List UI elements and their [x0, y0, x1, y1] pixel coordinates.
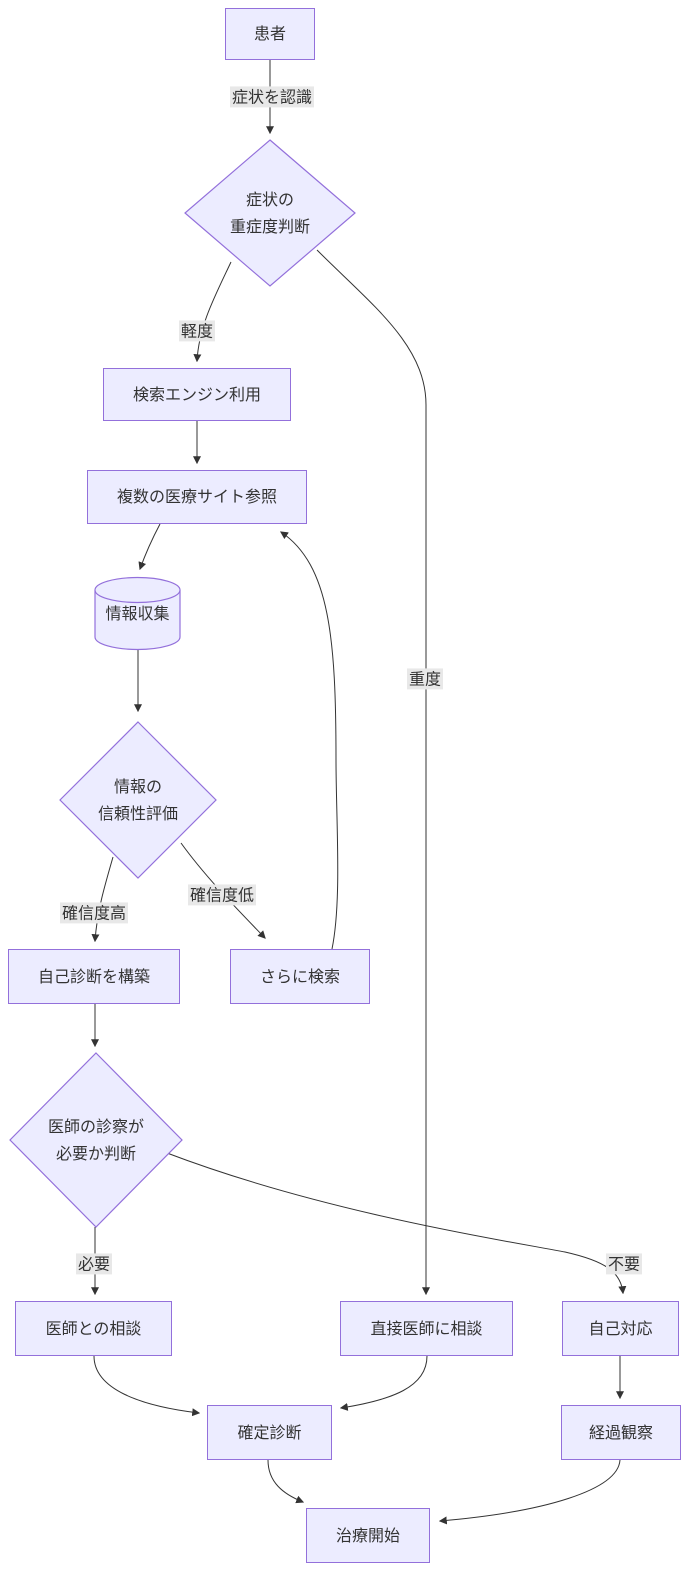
node-self-diagnosis: 自己診断を構築 [8, 949, 180, 1004]
node-direct-doctor-consult: 直接医師に相談 [340, 1301, 513, 1356]
node-info-collection-cylinder-body [94, 590, 181, 651]
edge-direct-doctor-to-confirmed [339, 1355, 428, 1411]
edge-label-needed: 必要 [75, 1253, 113, 1275]
node-search-more: さらに検索 [230, 949, 370, 1004]
edge-label-not-needed: 不要 [605, 1253, 643, 1275]
node-severity-decision-diamond [184, 139, 356, 287]
node-self-care: 自己対応 [562, 1301, 679, 1356]
edge-doctor-consult-to-confirmed [93, 1355, 201, 1417]
node-reliability-eval-label: 情報の 信頼性評価 [97, 776, 178, 823]
node-patient: 患者 [225, 8, 315, 60]
node-search-engine: 検索エンジン利用 [103, 368, 291, 421]
edge-label-recognize-symptoms: 症状を認識 [229, 86, 315, 108]
edge-medical-sites-to-info-collection [138, 523, 161, 571]
node-reliability-eval-diamond [59, 721, 217, 879]
node-medical-sites: 複数の医療サイト参照 [87, 470, 307, 524]
node-treatment-start: 治療開始 [306, 1508, 430, 1563]
node-doctor-need-decision-label: 医師の診察が 必要か判断 [47, 1116, 144, 1163]
edge-severity-to-search-engine [193, 261, 232, 363]
edge-severity-to-direct-doctor [316, 249, 430, 1296]
node-info-collection-label: 情報収集 [105, 604, 170, 624]
edge-follow-up-to-treatment [438, 1459, 621, 1525]
node-doctor-need-decision-diamond [9, 1052, 183, 1228]
node-follow-up: 経過観察 [561, 1405, 681, 1460]
node-info-collection-cylinder-top [94, 576, 181, 604]
edge-reliability-to-self-diagnosis [91, 856, 114, 943]
node-doctor-consult: 医師との相談 [15, 1301, 172, 1356]
edge-label-low-confidence: 確信度低 [187, 884, 257, 906]
edge-confirmed-to-treatment [267, 1459, 305, 1504]
edge-doctor-need-to-self-care [166, 1152, 627, 1295]
edge-label-high-confidence: 確信度高 [59, 902, 129, 924]
edge-search-more-to-medical-sites [280, 531, 339, 950]
edge-label-mild: 軽度 [178, 320, 216, 342]
node-severity-decision-label: 症状の 重症度判断 [229, 189, 310, 236]
edge-label-severe: 重度 [406, 668, 444, 690]
node-confirmed-diagnosis: 確定診断 [207, 1405, 332, 1460]
